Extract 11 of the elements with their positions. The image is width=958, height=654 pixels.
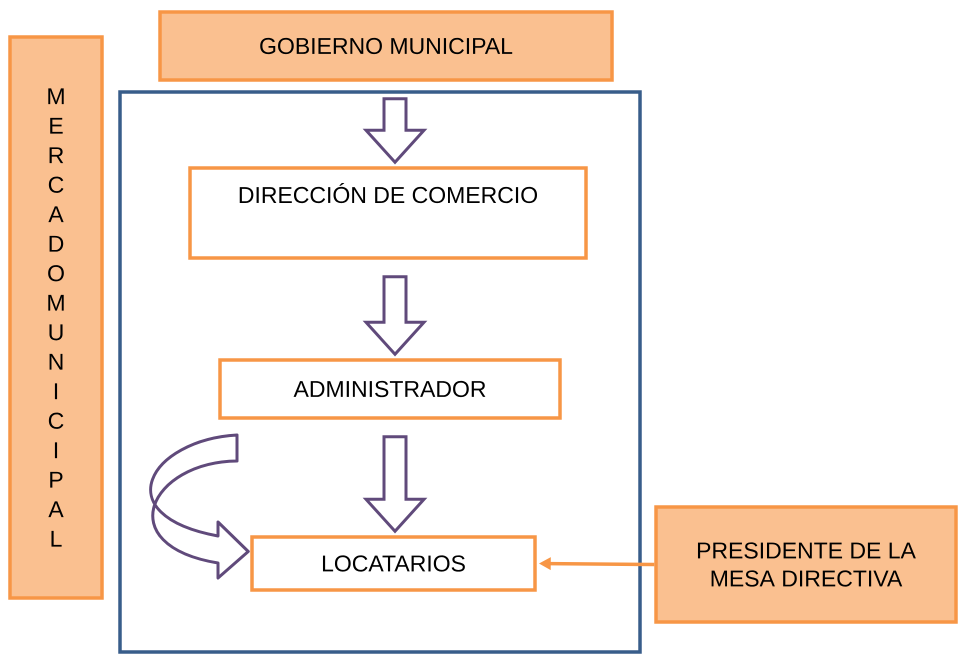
container-frame [118, 90, 642, 654]
org-box: ADMINISTRADOR [218, 358, 562, 420]
org-box: GOBIERNO MUNICIPAL [158, 10, 614, 82]
block-arrow [362, 275, 428, 356]
block-arrow [362, 97, 428, 164]
block-arrow [362, 435, 428, 534]
title-box: MERCADO MUNICIPAL [8, 35, 104, 600]
curved-block-arrow [149, 434, 250, 580]
org-box: DIRECCIÓN DE COMERCIO [188, 166, 588, 260]
org-box: LOCATARIOS [250, 535, 537, 592]
org-box: PRESIDENTE DE LA MESA DIRECTIVA [654, 505, 958, 624]
